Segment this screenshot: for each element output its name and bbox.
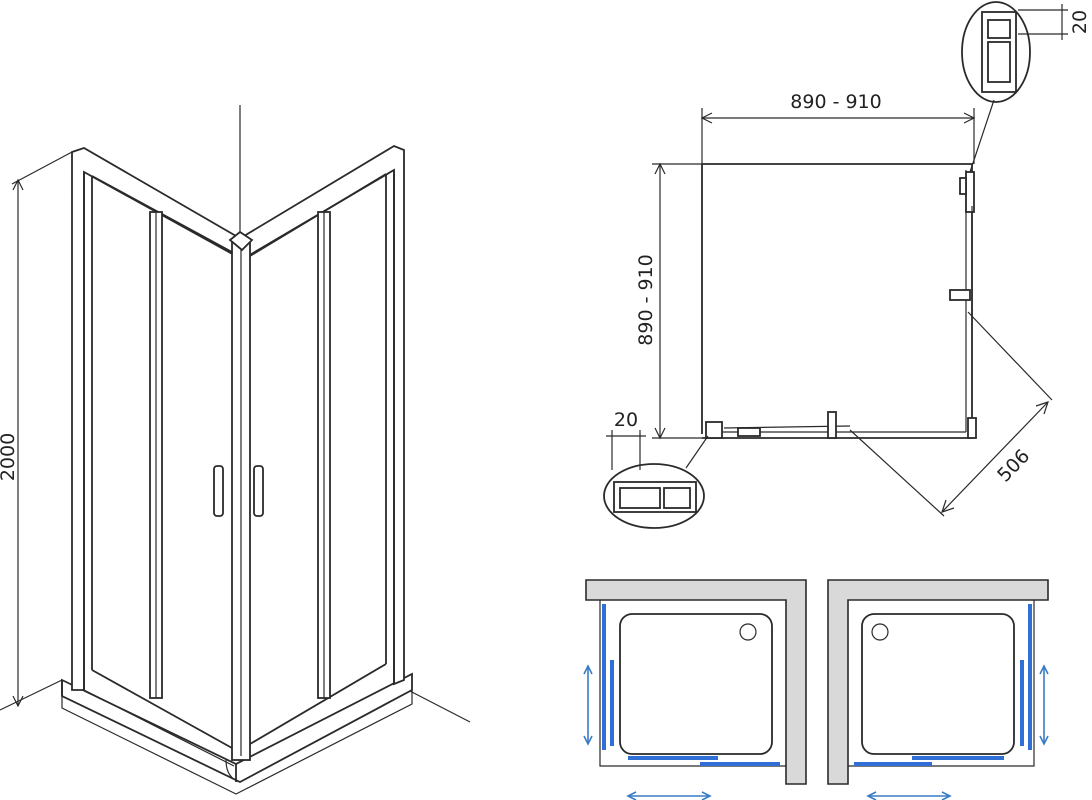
bottom-door-rail [705,411,851,439]
left-profile-callout [603,430,709,529]
height-label: 2000 [0,433,19,481]
width-dimension [700,108,976,164]
left-panel [71,147,237,767]
top-profile-callout [961,1,1068,173]
right-door-handle [253,465,264,517]
isometric-view: 2000 [0,105,471,795]
depth-label: 890 - 910 [635,254,657,345]
plan-view: 890 - 910 890 - 910 506 [603,1,1091,529]
top-profile-label: 20 [1069,10,1091,34]
wall-corner-left [585,579,807,785]
wall-corner-right [827,579,1049,785]
left-profile-label: 20 [614,409,638,431]
height-dimension [11,151,73,708]
horizontal-arrow-left [626,791,712,800]
vertical-arrow-left [583,664,593,746]
left-door-handle [213,465,224,517]
right-panel [242,144,405,745]
diagonal-dimension [849,311,1053,517]
corner-post [228,230,254,761]
right-door-rail [949,171,977,439]
installation-option-left [583,579,807,800]
shower-tray-right [861,613,1015,755]
horizontal-arrow-right [866,791,952,800]
depth-dimension [652,162,702,440]
vertical-arrow-right [1039,664,1049,746]
shower-tray [61,672,413,795]
diagonal-label: 506 [993,445,1034,486]
installation-option-right [827,579,1049,800]
width-label: 890 - 910 [790,91,881,113]
shower-tray-left [619,613,773,755]
